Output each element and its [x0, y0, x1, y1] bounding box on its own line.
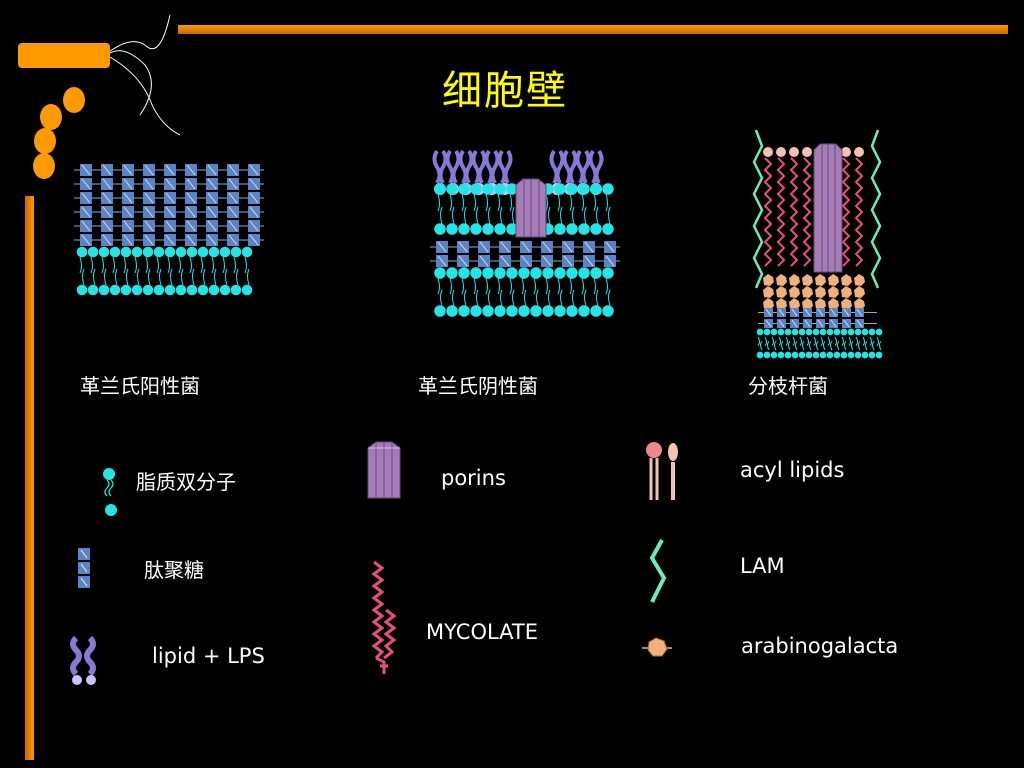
arabinogalactan-icon [642, 637, 672, 657]
legend-porins-label: porins [441, 466, 506, 490]
mycobacterium-wall-diagram [752, 129, 883, 359]
caption-gram-negative: 革兰氏阴性菌 [418, 374, 538, 398]
gram-negative-wall-diagram [430, 149, 620, 317]
legend-lipid-bilayer-label: 脂质双分子 [136, 470, 236, 494]
legend-lipid-lps-label: lipid + LPS [152, 644, 265, 668]
legend-mycolate-label: MYCOLATE [426, 620, 539, 644]
caption-mycobacterium: 分枝杆菌 [748, 374, 828, 398]
left-orange-bar [25, 196, 34, 760]
porin-icon [367, 441, 401, 499]
bacteria-logo [18, 14, 181, 179]
gram-positive-wall-diagram [74, 164, 264, 296]
legend-acyl-lipids-label: acyl lipids [740, 458, 845, 482]
legend-peptidoglycan-label: 肽聚糖 [144, 558, 204, 582]
legend-arabinogalactan-label: arabinogalacta [741, 634, 899, 658]
top-orange-bar [178, 25, 1008, 34]
mycolate-icon [371, 560, 397, 674]
page-title: 细胞壁 [442, 68, 568, 114]
legend-lam-label: LAM [740, 554, 785, 578]
lipid-lps-icon [70, 636, 96, 685]
lam-icon [649, 539, 667, 603]
lipid-bilayer-icon [103, 468, 117, 516]
peptidoglycan-icon [78, 548, 90, 588]
caption-gram-positive: 革兰氏阳性菌 [80, 374, 200, 398]
acyl-lipids-icon [646, 442, 678, 500]
